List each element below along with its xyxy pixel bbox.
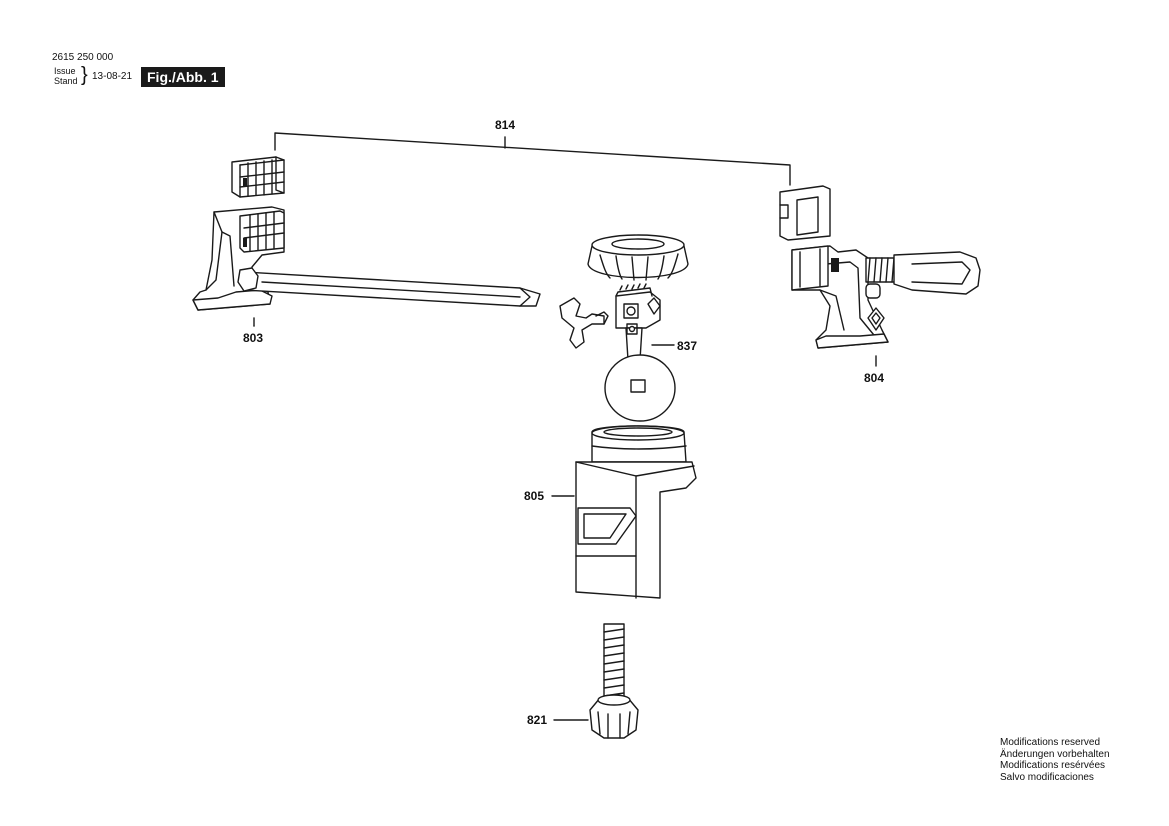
modifications-en: Modifications reserved bbox=[1000, 737, 1101, 748]
callout-bracket-814 bbox=[274, 132, 791, 186]
issue-label-en: Issue bbox=[54, 66, 76, 76]
callout-805: 805 bbox=[524, 489, 545, 503]
figure-label: Fig./Abb. 1 bbox=[141, 67, 225, 87]
part-803-left-jaw bbox=[192, 156, 541, 327]
callout-814: 814 bbox=[495, 118, 516, 132]
modifications-fr: Modifications resérvées bbox=[1000, 760, 1106, 771]
modifications-note: Modifications reserved Änderungen vorbeh… bbox=[1000, 737, 1110, 783]
part-804-right-jaw bbox=[779, 185, 981, 367]
modifications-de: Änderungen vorbehalten bbox=[1000, 748, 1110, 760]
callout-837: 837 bbox=[677, 339, 698, 353]
part-837-swivel-head bbox=[559, 283, 676, 422]
jaw-pad-top bbox=[231, 156, 285, 198]
modifications-es: Salvo modificaciones bbox=[1000, 771, 1094, 783]
callout-804: 804 bbox=[864, 371, 885, 385]
issue-label-de: Stand bbox=[54, 76, 78, 86]
part-805-base-housing bbox=[551, 425, 697, 599]
issue-label: Issue Stand bbox=[54, 66, 78, 86]
issue-date: 13-08-21 bbox=[92, 71, 133, 82]
callout-803: 803 bbox=[243, 331, 264, 345]
part-821-clamping-screw bbox=[553, 623, 639, 739]
clamp-knob bbox=[587, 234, 689, 281]
issue-brace: } bbox=[81, 64, 88, 86]
document-number: 2615 250 000 bbox=[52, 52, 114, 63]
callout-821: 821 bbox=[527, 713, 548, 727]
